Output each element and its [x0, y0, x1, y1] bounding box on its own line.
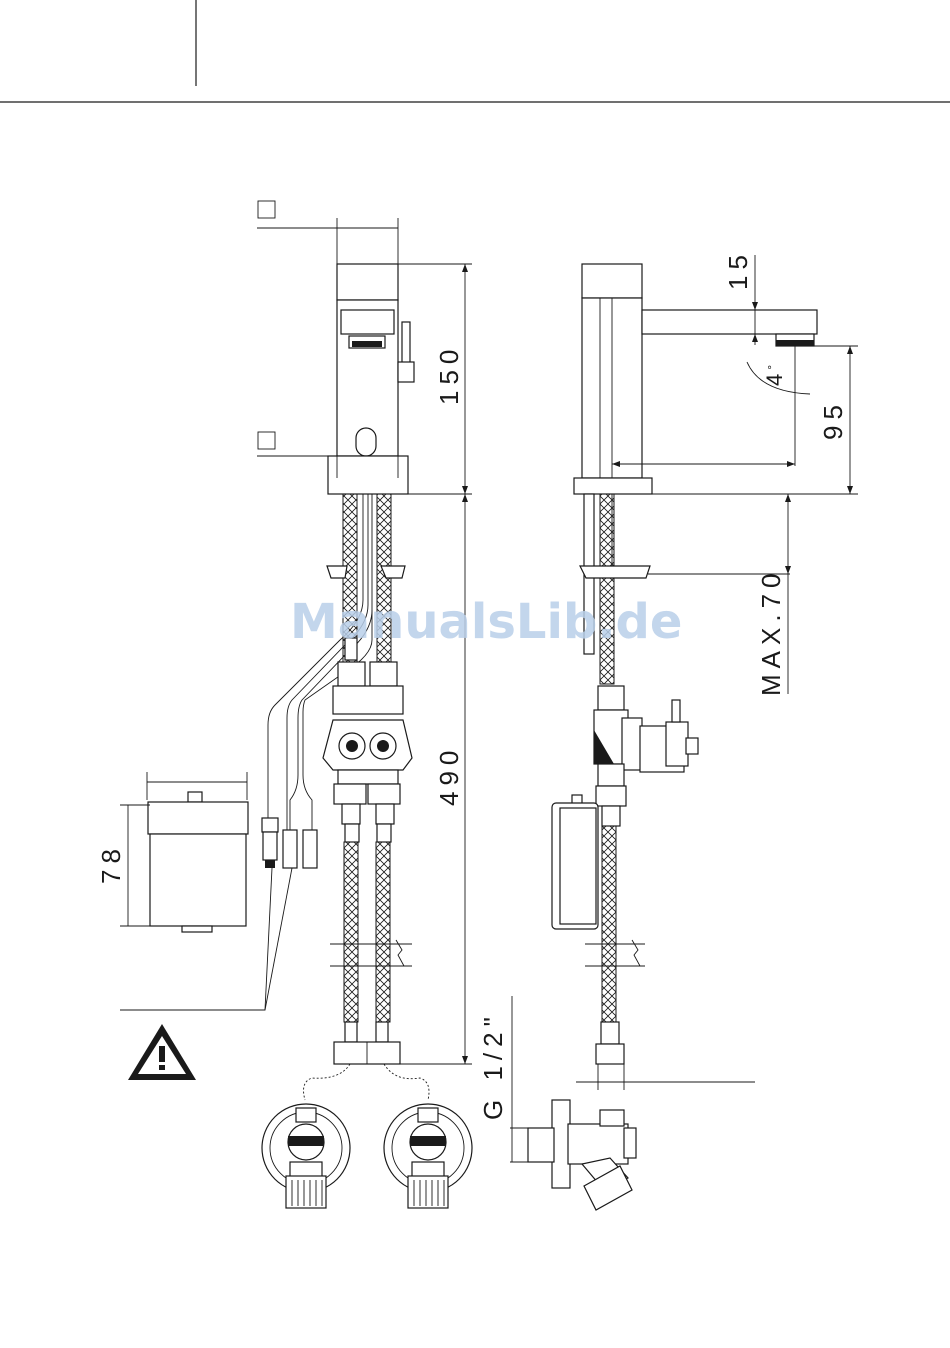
- marker-square-bottom: [258, 432, 275, 449]
- battery-box: [120, 772, 248, 932]
- page-header-frame: [0, 0, 950, 102]
- side-view: [510, 255, 858, 1210]
- dim-angle: 4°: [762, 363, 787, 386]
- front-view: [120, 201, 472, 1208]
- angle-valve-left: [262, 1104, 350, 1208]
- dim-15: 15: [723, 249, 753, 290]
- dim-78: 78: [96, 843, 126, 884]
- angle-valve-right: [384, 1104, 472, 1208]
- watermark: ManualsLib.de: [290, 594, 682, 650]
- dim-490: 490: [434, 745, 464, 806]
- dim-150: 150: [434, 344, 464, 405]
- dim-95: 95: [818, 399, 848, 440]
- marker-square-top: [258, 201, 275, 218]
- warning-triangle-icon: [128, 1024, 196, 1080]
- dim-max70: MAX.70: [756, 568, 786, 697]
- dim-thread: G 1/2": [478, 1011, 508, 1120]
